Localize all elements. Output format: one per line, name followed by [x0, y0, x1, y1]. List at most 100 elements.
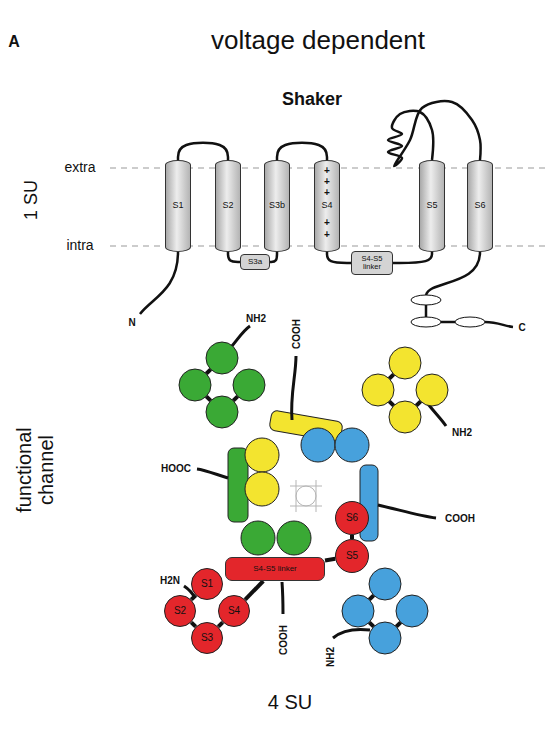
node-label: S4 — [228, 606, 240, 617]
annotation-label: NH2 — [452, 427, 472, 438]
terminal-tail — [292, 356, 296, 420]
terminal-tail — [485, 322, 513, 327]
terminal-tail — [441, 321, 455, 324]
domain-oval — [455, 317, 485, 327]
domain-oval — [411, 295, 441, 305]
voltage-sensor-domain — [179, 342, 265, 428]
ion-pathway — [290, 480, 322, 512]
helix-circle — [245, 438, 279, 472]
terminal-tail — [197, 469, 228, 478]
terminal-tail — [282, 582, 283, 614]
helix-circle: S2 — [164, 595, 196, 627]
helix-circle: S3 — [191, 622, 223, 654]
transmembrane-helix: S3b — [264, 160, 290, 252]
linker-band: S4-S5 linker — [225, 557, 325, 581]
linker-band — [228, 410, 378, 541]
helix-circle — [396, 595, 428, 627]
node-label: S4-S5 linker — [253, 565, 297, 573]
loop-connector — [393, 252, 432, 263]
terminal-tail — [428, 404, 446, 426]
helix-loop — [369, 622, 373, 626]
charge-sign: + — [324, 229, 330, 240]
helix-circle — [362, 374, 394, 406]
loop-connector — [270, 252, 277, 262]
annotation-label: C — [518, 322, 525, 333]
node-label: S3b — [269, 201, 285, 210]
helix-loop — [191, 595, 195, 599]
helix-loop — [245, 581, 263, 600]
node-label: S3 — [201, 633, 213, 644]
helix-circle: S4 — [218, 595, 250, 627]
transmembrane-helix: S2 — [215, 160, 241, 252]
annotation-label: intra — [66, 238, 93, 253]
loop-connector — [277, 143, 327, 160]
ion-pathway — [316, 480, 317, 512]
terminal-tail — [140, 252, 513, 327]
loop-connector — [228, 252, 240, 262]
helix-circle: S5 — [335, 539, 369, 573]
helix-circle — [369, 568, 401, 600]
node-label: S5 — [346, 551, 358, 562]
annotation-label: NH2 — [325, 647, 336, 667]
domain-oval — [411, 317, 441, 327]
transmembrane-helix: S5 — [419, 160, 445, 252]
annotation-label: extra — [64, 160, 95, 175]
helix-circle — [389, 401, 421, 433]
voltage-sensor-domain — [342, 568, 428, 654]
helix-loop — [389, 401, 393, 405]
terminal-tail — [232, 326, 250, 346]
loop-connector — [327, 252, 351, 263]
node-label: S5 — [426, 201, 437, 210]
ion-pathway — [296, 486, 316, 506]
annotation-label: COOH — [291, 319, 302, 349]
helix-circle — [241, 521, 275, 555]
node-label: S2 — [222, 201, 233, 210]
helix-loop — [389, 374, 393, 378]
helix-loop — [396, 622, 400, 626]
node-label: S2 — [174, 606, 186, 617]
terminal-tail — [425, 305, 428, 317]
charge-sign: + — [324, 217, 330, 228]
panel-letter: A — [8, 33, 20, 51]
charge-sign: + — [324, 187, 330, 198]
node-label: S4 — [321, 201, 332, 210]
helix-loop — [369, 595, 373, 599]
helix-loop — [206, 396, 210, 400]
helix-box: S3a — [240, 254, 270, 270]
terminal-tail — [378, 505, 436, 518]
helix-circle — [179, 369, 211, 401]
helix-loop — [218, 622, 222, 626]
terminal-tail — [140, 252, 178, 314]
helix-loop — [206, 369, 210, 373]
pore-domain — [241, 428, 369, 555]
node-label: S6 — [346, 513, 358, 524]
helix-circle — [342, 595, 374, 627]
charge-sign: + — [324, 176, 330, 187]
annotation-label: H2N — [160, 575, 180, 586]
helix-circle — [301, 428, 335, 462]
annotation-label: NH2 — [246, 313, 266, 324]
annotation-label: COOH — [278, 625, 289, 655]
helix-circle — [369, 622, 401, 654]
helix-circle — [416, 374, 448, 406]
transmembrane-helix: S1 — [165, 160, 191, 252]
helix-circle — [206, 342, 238, 374]
domain-oval — [411, 295, 485, 327]
voltage-sensor-domain — [362, 347, 448, 433]
helix-circle: S1 — [191, 568, 223, 600]
transmembrane-helix: S6 — [467, 160, 493, 252]
figure-title: voltage dependent — [211, 26, 425, 55]
ion-pathway — [290, 506, 322, 507]
terminal-tail — [426, 252, 480, 295]
helix-circle — [389, 347, 421, 379]
ion-pathway — [290, 486, 322, 487]
ion-pathway — [296, 480, 297, 512]
helix-loop — [233, 396, 237, 400]
node-label: S1 — [172, 201, 183, 210]
node-label: S3a — [248, 258, 262, 266]
helix-circle — [277, 521, 311, 555]
helix-circle: S6 — [335, 501, 369, 535]
annotation-label: 4 SU — [268, 691, 312, 713]
